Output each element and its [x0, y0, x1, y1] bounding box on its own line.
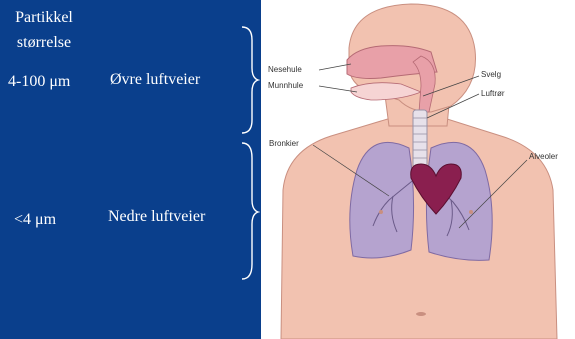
header-line-2: størrelse [4, 33, 84, 53]
label-munnhule: Munnhule [268, 81, 303, 90]
label-nesehule: Nesehule [268, 65, 302, 74]
label-luftror: Luftrør [481, 89, 505, 98]
left-panel: Partikkel størrelse 4-100 μm Øvre luftve… [0, 0, 261, 339]
anatomy-figure: Nesehule Munnhule Svelg Luftrør Bronkier… [261, 0, 575, 339]
respiratory-system-illustration [261, 0, 575, 339]
header-line-1: Partikkel [4, 8, 84, 28]
label-bronkier: Bronkier [269, 139, 299, 148]
lower-brace-icon [228, 140, 260, 282]
label-alveoler: Alveoler [529, 152, 558, 161]
upper-size-label: 4-100 μm [8, 72, 70, 92]
upper-airways-label: Øvre luftveier [110, 70, 200, 90]
lower-size-label: <4 μm [14, 210, 56, 230]
lower-airways-label: Nedre luftveier [108, 207, 205, 227]
label-svelg: Svelg [481, 70, 501, 79]
upper-brace-icon [228, 24, 260, 136]
